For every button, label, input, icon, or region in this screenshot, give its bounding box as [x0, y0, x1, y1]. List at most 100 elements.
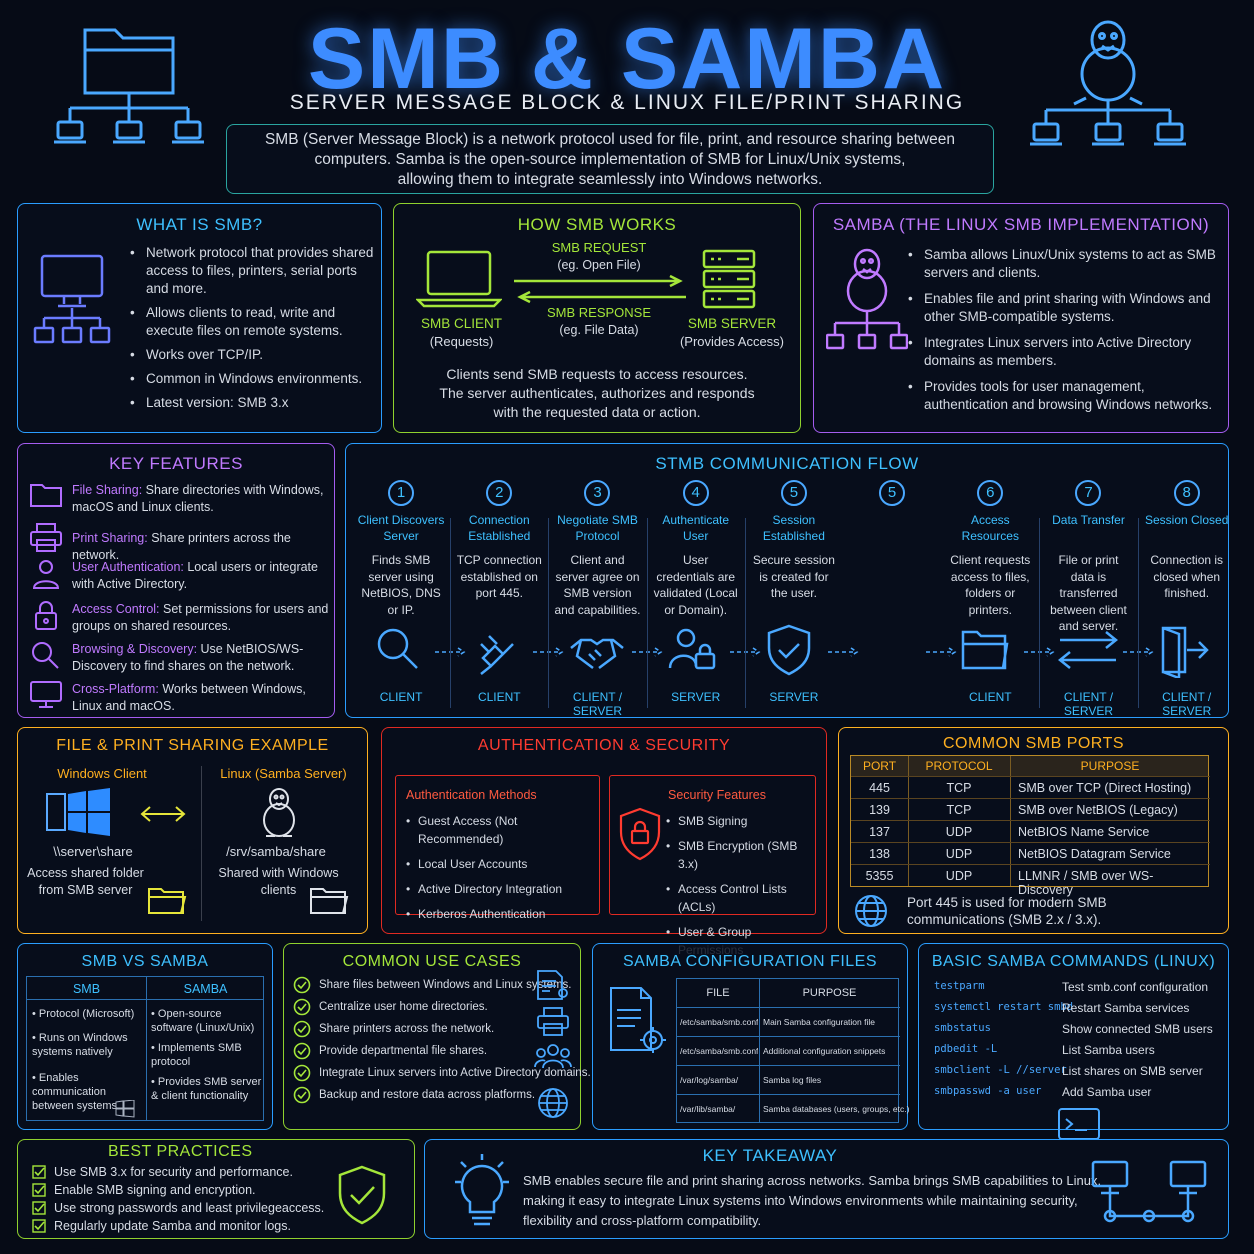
- intro-line-2: computers. Samba is the open-source impl…: [314, 151, 906, 168]
- what-is-smb-panel: WHAT IS SMB? Network protocol that provi…: [17, 203, 382, 433]
- folder-icon: [148, 888, 187, 914]
- intro-line-3: allowing them to integrate seamlessly in…: [397, 171, 823, 188]
- flow-step-role: CLIENT: [379, 690, 423, 704]
- command-desc: List shares on SMB server: [1062, 1064, 1203, 1078]
- shield-lock-icon: [619, 807, 661, 861]
- flow-step-desc: Secure session is created for the user.: [752, 553, 835, 600]
- windows-desc-1: Access shared folder: [27, 866, 144, 880]
- check-circle-icon: [293, 1042, 311, 1060]
- flow-arrow: [926, 647, 957, 657]
- list-item: Integrate Linux servers into Active Dire…: [293, 1064, 591, 1086]
- flow-arrow: [729, 647, 761, 657]
- smb-client-sub: (Requests): [429, 334, 494, 349]
- flow-arrow: [435, 647, 466, 657]
- smb-request-eg: (eg. Open File): [557, 258, 641, 272]
- port-cell: 445: [869, 781, 890, 795]
- sharing-example-panel: FILE & PRINT SHARING EXAMPLE Windows Cli…: [17, 727, 368, 934]
- flow-step-number: 5: [879, 480, 906, 506]
- linux-server-label: Linux (Samba Server): [220, 766, 347, 781]
- table-row: 138 UDP NetBIOS Datagram Service: [851, 842, 1210, 864]
- command-text: pdbedit -L: [934, 1043, 998, 1055]
- feature-name: Access Control:: [72, 602, 160, 616]
- what-is-item: Network protocol that provides shared ac…: [130, 244, 375, 298]
- list-item: Centralize user home directories.: [293, 998, 538, 1020]
- auth-methods-title: Authentication Methods: [406, 788, 537, 802]
- takeaway-line-1: SMB enables secure file and print sharin…: [523, 1173, 1102, 1188]
- vs-smb-item: • Enables communication between systems: [32, 1072, 117, 1112]
- network-computers-icon: [1091, 1160, 1207, 1223]
- smb-response-eg: (eg. File Data): [559, 323, 639, 337]
- what-is-item: Common in Windows environments.: [130, 370, 375, 388]
- checkbox-checked-icon: [32, 1165, 46, 1179]
- flow-step-role: CLIENT / SERVER: [1063, 690, 1114, 718]
- flow-step-desc: TCP connection established on port 445.: [456, 553, 542, 600]
- door-exit-icon: [1161, 626, 1209, 678]
- page-title: SMB & SAMBA: [307, 11, 947, 107]
- flow-step-role: CLIENT / SERVER: [572, 690, 623, 718]
- how-smb-works-title: HOW SMB WORKS: [517, 215, 677, 234]
- flow-title: STMB COMMUNICATION FLOW: [655, 454, 919, 473]
- config-purpose-cell: Samba databases (users, groups, etc.): [763, 1104, 910, 1114]
- flow-step-role: SERVER: [769, 690, 819, 704]
- flow-arrow: [1122, 647, 1154, 657]
- purpose-cell: NetBIOS Name Service: [1018, 825, 1150, 839]
- samba-item: Provides tools for user management, auth…: [908, 378, 1224, 414]
- table-row: /var/log/samba/ Samba log files: [677, 1065, 900, 1094]
- config-title: SAMBA CONFIGURATION FILES: [622, 953, 877, 970]
- vs-smb-header: SMB: [72, 982, 101, 996]
- key-takeaway-panel: KEY TAKEAWAY SMB enables secure file and…: [424, 1139, 1229, 1239]
- list-item: Use strong passwords and least privilege…: [32, 1200, 342, 1218]
- config-files-panel: SAMBA CONFIGURATION FILES FILE PURPOSE /…: [592, 943, 910, 1130]
- key-features-title: KEY FEATURES: [109, 454, 243, 473]
- command-text: smbpasswd -a user: [934, 1085, 1042, 1097]
- command-desc: List Samba users: [1062, 1043, 1155, 1057]
- flow-step-desc: File or print data is transferred betwee…: [1050, 553, 1127, 633]
- smb-vs-samba-panel: SMB VS SAMBA SMB SAMBA • Protocol (Micro…: [17, 943, 273, 1130]
- flow-step-role: CLIENT: [968, 690, 1012, 704]
- command-desc: Test smb.conf configuration: [1062, 980, 1209, 994]
- how-desc-3: with the requested data or action.: [493, 404, 701, 420]
- smb-server-sub: (Provides Access): [679, 334, 785, 349]
- port-cell: 138: [869, 847, 890, 861]
- vs-smb-item: • Protocol (Microsoft): [32, 1008, 135, 1020]
- vs-smb-item: • Runs on Windows systems natively: [32, 1032, 128, 1058]
- vs-samba-item: • Open-source software (Linux/Unix): [151, 1008, 255, 1034]
- takeaway-title: KEY TAKEAWAY: [702, 1146, 838, 1165]
- smb-server-label: SMB SERVER: [687, 316, 777, 331]
- command-desc: Add Samba user: [1062, 1085, 1152, 1099]
- flow-step-title: Negotiate SMB Protocol: [557, 513, 638, 543]
- port-cell: 137: [869, 825, 890, 839]
- table-row: 5355 UDP LLMNR / SMB over WS-Discovery: [851, 864, 1210, 897]
- linux-share-path: /srv/samba/share: [226, 844, 326, 859]
- table-row: /var/lib/samba/ Samba databases (users, …: [677, 1094, 910, 1123]
- key-features-panel: KEY FEATURES File Sharing: Share directo…: [17, 443, 335, 718]
- ports-header-purpose: PURPOSE: [1080, 759, 1140, 773]
- command-text: testparm: [934, 980, 985, 992]
- flow-step-role: SERVER: [671, 690, 721, 704]
- linux-desc-2: clients: [260, 883, 297, 897]
- config-file-cell: /var/lib/samba/: [680, 1104, 736, 1114]
- magnifier-icon: [377, 628, 418, 669]
- windows-desc-2: from SMB server: [38, 883, 133, 897]
- list-item: Provide departmental file shares.: [293, 1042, 538, 1064]
- flow-step-title: Client Discovers Server: [357, 513, 445, 543]
- vs-title: SMB VS SAMBA: [81, 953, 209, 970]
- flow-step-title: Connection Established: [468, 513, 531, 543]
- auth-method-item: Kerberos Authentication: [406, 905, 596, 923]
- protocol-cell: TCP: [946, 803, 972, 817]
- command-desc: Restart Samba services: [1062, 1001, 1190, 1015]
- feature-name: Cross-Platform:: [72, 682, 159, 696]
- check-circle-icon: [293, 1064, 311, 1082]
- takeaway-line-3: flexibility and cross-platform compatibi…: [523, 1213, 762, 1228]
- flow-step-role: CLIENT: [477, 690, 521, 704]
- security-features-title: Security Features: [668, 788, 766, 802]
- protocol-cell: UDP: [945, 825, 973, 839]
- auth-title: AUTHENTICATION & SECURITY: [477, 737, 731, 754]
- lock-icon: [35, 601, 57, 630]
- linux-tux-network-icon: [1030, 20, 1186, 146]
- handshake-icon: [570, 638, 625, 669]
